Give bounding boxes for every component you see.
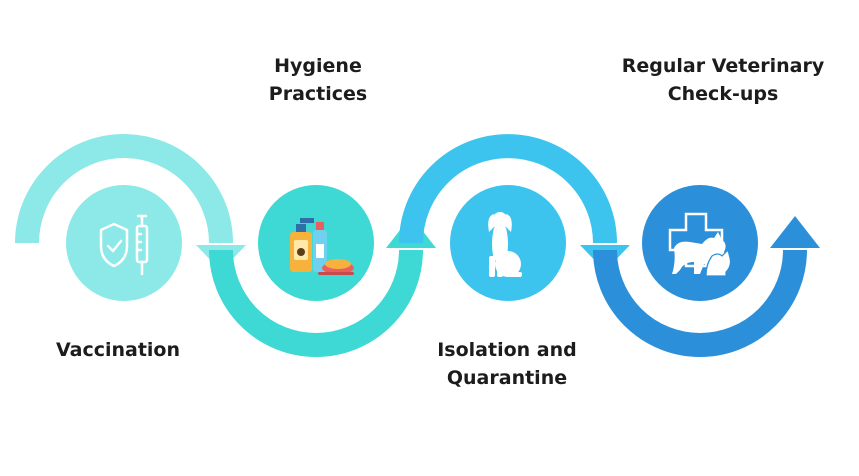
vet-cross-pets-icon [668, 212, 732, 277]
pet-hygiene-products-icon [290, 218, 354, 275]
circle-vaccination [66, 185, 182, 301]
label-vet: Regular Veterinary Check-ups [621, 55, 825, 105]
label-hygiene: Hygiene Practices [268, 55, 368, 105]
shield-syringe-icon [99, 214, 149, 276]
arc-vet [593, 249, 807, 357]
arc-vaccination [15, 134, 233, 244]
label-isolation: Isolation and Quarantine [437, 339, 577, 389]
sitting-dog-icon [488, 212, 522, 277]
circle-isolation [450, 185, 566, 301]
arrow-up-vet [770, 216, 820, 248]
arc-isolation [399, 134, 617, 244]
label-vaccination: Vaccination [55, 339, 181, 361]
arc-hygiene [209, 249, 423, 357]
circle-vet [642, 185, 758, 301]
